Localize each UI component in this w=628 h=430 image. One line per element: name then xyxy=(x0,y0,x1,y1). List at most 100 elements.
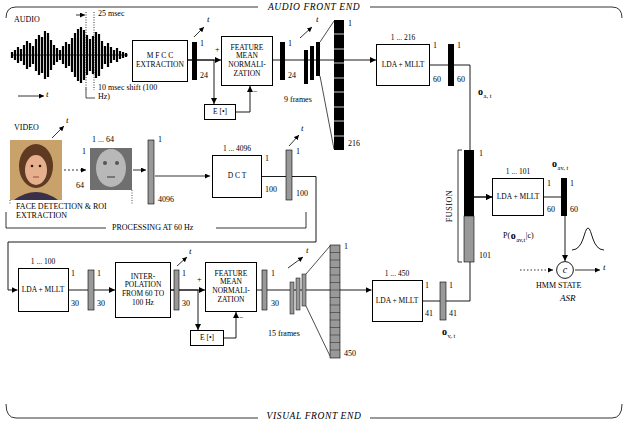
dimension-heading: 1 ... 4096 xyxy=(223,145,251,154)
annotation-label: 450 xyxy=(344,350,356,359)
transform-box: 1 ... 100LDA + MLLT xyxy=(18,268,69,312)
section-title: AUDIO FRONT END xyxy=(268,2,360,12)
process-box: M F C C EXTRACTION xyxy=(132,40,188,82)
annotation-label: − xyxy=(253,88,258,97)
section-bracket xyxy=(6,7,622,418)
annotation-label: 24 xyxy=(288,72,296,81)
annotation-label: 1 xyxy=(200,40,204,49)
process-box: INTER- POLATION FROM 60 TO 100 Hz xyxy=(115,262,171,318)
visual-feature-vector xyxy=(302,274,306,306)
box-text: LDA + MLLT xyxy=(497,193,540,202)
audio-feature-vector xyxy=(448,44,454,86)
audio-feature-vector xyxy=(304,50,308,84)
axis-label: t xyxy=(301,124,304,134)
annotation-label: 4096 xyxy=(158,196,174,205)
process-box: FEATURE MEAN NORMALI- ZATION xyxy=(205,262,257,312)
process-box: E [•] xyxy=(190,330,224,346)
annotation-label: 1 xyxy=(82,148,86,157)
roi-image xyxy=(90,148,132,190)
vector-symbol: o xyxy=(552,158,557,169)
flow-arrow xyxy=(155,176,210,177)
annotation-label: 1 xyxy=(547,180,551,189)
vector-symbol: o xyxy=(442,326,447,337)
frame-window-marker xyxy=(86,88,95,98)
hmm-chain-arrow xyxy=(575,270,600,271)
annotation-label: AUDIO xyxy=(14,16,40,25)
stage-label: FUSION xyxy=(446,190,455,223)
annotation-label: 64 xyxy=(76,182,84,191)
fusion-vector xyxy=(464,216,474,262)
time-axis xyxy=(194,27,204,37)
visual-feature-vector xyxy=(290,282,294,314)
audio-feature-vector xyxy=(334,34,344,136)
flow-arrow xyxy=(133,170,146,171)
audio-feature-vector xyxy=(280,42,285,80)
signal-connector xyxy=(273,60,376,61)
process-box: FEATURE MEAN NORMALI- ZATION xyxy=(221,36,273,86)
annotation-label: 1 xyxy=(449,282,453,291)
face-photo xyxy=(33,177,39,178)
time-axis xyxy=(288,257,303,268)
annotation-label: 1 xyxy=(570,180,574,189)
time-axis xyxy=(18,96,44,97)
annotation-label: 101 xyxy=(479,252,491,261)
vector-subscript: a, t xyxy=(484,92,492,99)
box-text: FEATURE MEAN NORMALI- ZATION xyxy=(224,44,270,79)
signal-connector xyxy=(430,65,492,197)
annotation-label: 30 xyxy=(182,300,190,309)
visual-feature-vector xyxy=(286,150,292,200)
annotation-label: 1 ... 64 xyxy=(92,136,114,145)
annotation-label: 1 xyxy=(344,243,348,252)
gaussian-curve xyxy=(572,228,604,250)
annotation-label: 1 xyxy=(97,270,101,279)
state-circle-outline xyxy=(557,262,574,279)
signal-connector xyxy=(423,197,493,301)
box-text: INTER- POLATION FROM 60 TO 100 Hz xyxy=(118,273,168,308)
box-text: LDA + MLLT xyxy=(382,61,425,70)
time-axis xyxy=(52,126,64,138)
box-text: FEATURE MEAN NORMALI- ZATION xyxy=(208,270,254,305)
annotation-label: 41 xyxy=(449,310,457,319)
roi-image xyxy=(103,161,107,165)
audio-feature-vector xyxy=(320,21,334,149)
annotation-label: + xyxy=(197,276,202,285)
annotation-label: |c) xyxy=(526,232,534,241)
annotation-label: 1 xyxy=(296,148,300,157)
visual-feature-vector xyxy=(296,278,300,310)
face-photo xyxy=(10,140,62,200)
time-axis xyxy=(177,257,187,266)
annotation-label: 15 frames xyxy=(268,330,300,339)
annotation-label: 30 xyxy=(71,300,79,309)
roi-image xyxy=(96,149,126,187)
annotation-label: 100 xyxy=(296,190,308,199)
section-title: VISUAL FRONT END xyxy=(267,411,362,421)
annotation-label: PROCESSING AT 60 Hz xyxy=(112,224,193,233)
annotation-label: + xyxy=(215,46,220,55)
face-photo xyxy=(14,192,58,200)
visual-feature-vector xyxy=(174,270,179,310)
flow-arrow xyxy=(64,170,86,171)
visual-feature-vector xyxy=(440,282,446,320)
audio-waveform xyxy=(12,27,128,83)
annotation-label: 60 xyxy=(547,206,555,215)
audio-feature-vector xyxy=(192,42,197,80)
annotation-label: 1 xyxy=(425,282,429,291)
axis-label: t xyxy=(316,15,319,25)
axis-label: ASR xyxy=(560,294,576,304)
axis-label: t xyxy=(66,116,69,126)
roi-image xyxy=(107,176,115,178)
roi-image xyxy=(90,148,132,190)
box-text: D C T xyxy=(228,172,247,181)
annotation-label: 1 xyxy=(433,42,437,51)
state-circle: c xyxy=(556,261,574,279)
fusion-vector xyxy=(464,150,474,216)
visual-feature-vector xyxy=(148,140,154,204)
annotation-label: 1 xyxy=(348,20,352,29)
audio-feature-vector xyxy=(334,20,344,150)
transform-box: 1 ... 450LDA + MLLT xyxy=(372,280,423,322)
vector-subscript: av,t xyxy=(516,236,525,243)
axis-label: t xyxy=(189,247,192,257)
dimension-heading: 1 ... 450 xyxy=(385,270,409,279)
annotation-label: 25 msec xyxy=(98,10,124,19)
time-axis xyxy=(289,135,299,146)
